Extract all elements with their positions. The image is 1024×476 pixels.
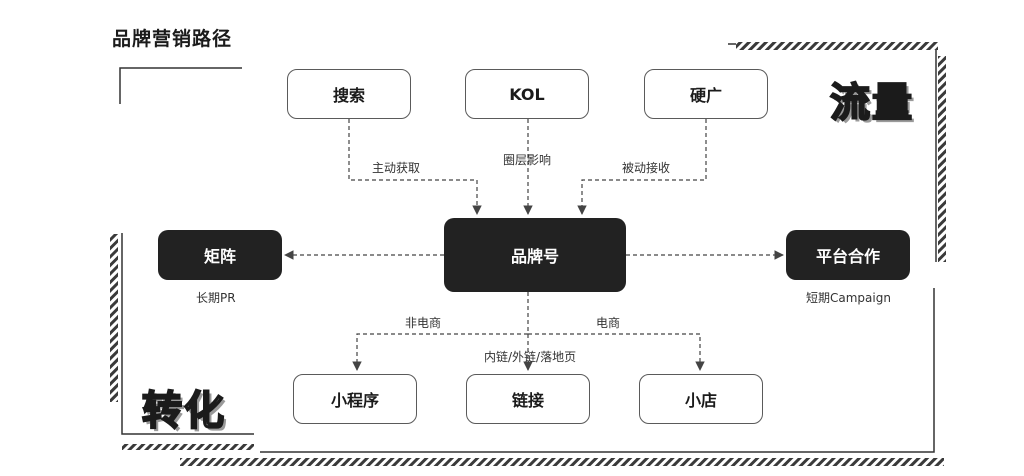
node-kol: KOL: [465, 69, 589, 119]
corner-label-conversion: 转化: [141, 387, 226, 435]
node-search: 搜索: [287, 69, 411, 119]
frame-top-right: [728, 42, 946, 262]
node-mini-program: 小程序: [293, 374, 417, 424]
label-short-term-campaign: 短期Campaign: [806, 291, 891, 305]
label-passive-reception: 被动接收: [622, 161, 671, 175]
frame-bottom-right: [180, 288, 944, 466]
node-link: 链接: [466, 374, 590, 424]
label-ecommerce: 电商: [596, 316, 621, 330]
label-active-acquisition: 主动获取: [372, 161, 421, 175]
node-matrix: 矩阵: [158, 230, 282, 280]
node-platform-cooperation: 平台合作: [786, 230, 910, 280]
frame-bottom-left: [110, 233, 254, 450]
node-hard-ad: 硬广: [644, 69, 768, 119]
corner-label-traffic: 流量: [829, 79, 914, 127]
label-circle-influence: 圈层影响: [503, 153, 552, 167]
frame-top-left: [119, 67, 242, 104]
node-shop: 小店: [639, 374, 763, 424]
connector-search-to-center: [348, 119, 482, 215]
diagram-title: 品牌营销路径: [112, 28, 233, 50]
connector-to-mini-program: [352, 333, 528, 371]
node-brand-account: 品牌号: [444, 218, 626, 292]
label-non-ecommerce: 非电商: [405, 316, 442, 330]
label-links: 内链/外链/落地页: [484, 350, 577, 364]
connector-to-shop: [528, 333, 705, 371]
label-long-term-pr: 长期PR: [196, 291, 236, 305]
connector-hardad-to-center: [577, 119, 707, 215]
